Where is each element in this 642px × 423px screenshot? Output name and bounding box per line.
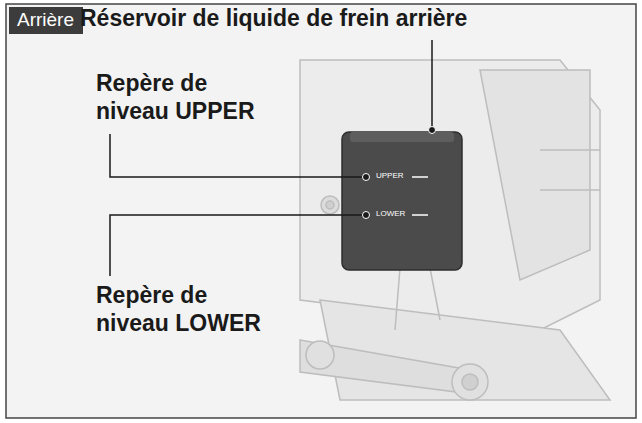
part-label: Réservoir de liquide de frein arrière xyxy=(80,5,467,33)
tab-heading: Arrière xyxy=(9,7,83,34)
frame xyxy=(6,4,636,418)
level-mark: LOWER xyxy=(376,210,405,218)
tab-text: Arrière xyxy=(17,9,74,32)
level-mark: UPPER xyxy=(376,172,404,180)
callout-label: Repère de niveau UPPER xyxy=(96,70,281,125)
frame-parts xyxy=(300,60,610,400)
brake-reservoir xyxy=(342,132,462,270)
callout-label: Repère de niveau LOWER xyxy=(96,282,281,337)
leader-dots xyxy=(363,127,436,219)
